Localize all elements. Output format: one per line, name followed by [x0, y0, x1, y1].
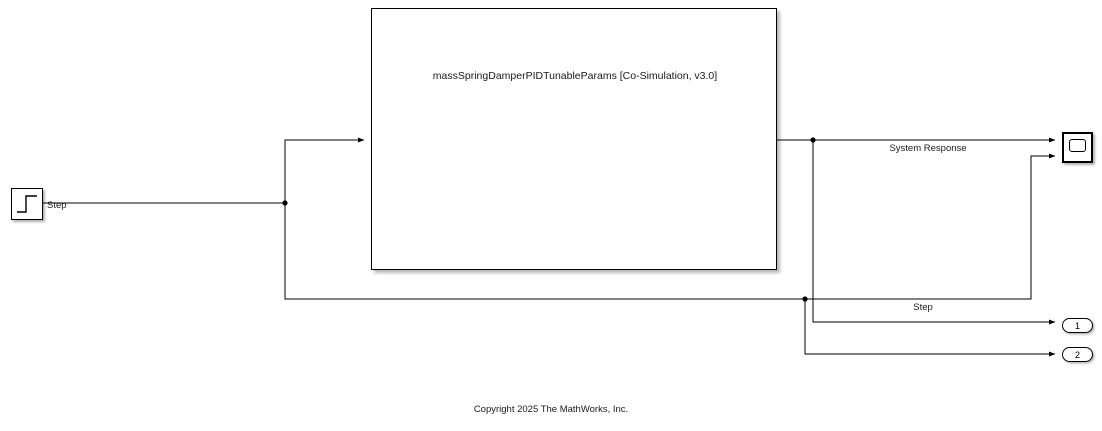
signal-label-step: Step: [913, 302, 933, 313]
outport-block-1[interactable]: 1: [1062, 318, 1093, 333]
model-reference-block[interactable]: massSpringDamperPIDTunableParams [Co-Sim…: [371, 8, 777, 270]
junction-dot-output-branch: [810, 137, 816, 143]
wire-step-to-scope-input2: [805, 153, 1056, 300]
signal-label-system-response: System Response: [889, 143, 967, 154]
outport-block-2[interactable]: 2: [1062, 347, 1093, 362]
copyright-annotation: Copyright 2025 The MathWorks, Inc.: [473, 404, 629, 415]
step-source-label: Step: [47, 200, 67, 211]
scope-screen-icon: [1069, 139, 1086, 152]
wire-junction-to-model-input: [284, 137, 365, 203]
junction-dot-step-bottom: [802, 296, 808, 302]
wire-output-branch-to-outport1: [812, 140, 1056, 325]
step-source-block[interactable]: [11, 188, 43, 220]
step-waveform-icon: [17, 195, 37, 213]
scope-block[interactable]: [1062, 132, 1093, 163]
model-reference-label: massSpringDamperPIDTunableParams [Co-Sim…: [432, 70, 718, 82]
junction-dot-step-branch: [282, 200, 288, 206]
